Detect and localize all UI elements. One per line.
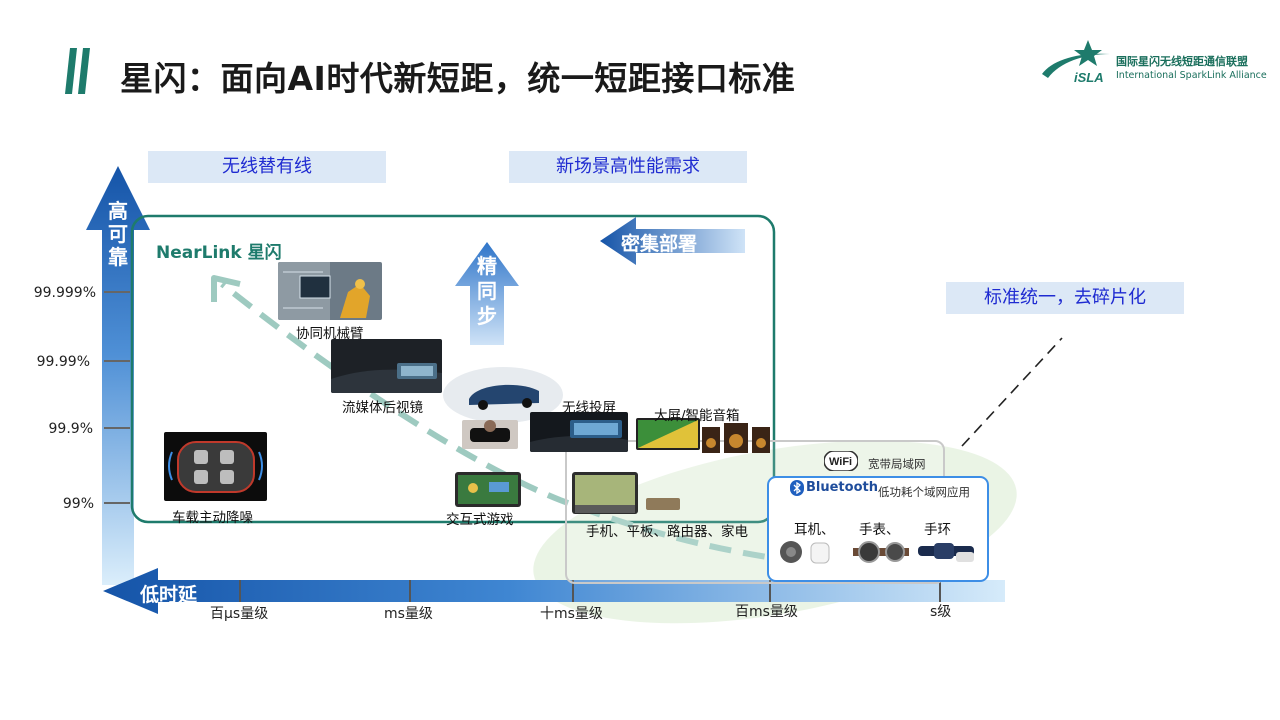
y-tick-label: 99.99% <box>36 354 90 370</box>
x-tick-label: 十ms量级 <box>540 606 603 622</box>
x-axis-arrow <box>103 568 1005 614</box>
tablet-image <box>572 472 680 514</box>
sync-label-text: 精同步 <box>477 254 497 328</box>
vr-headset-image <box>462 420 518 449</box>
bt-device-band: 手环 <box>924 522 951 538</box>
band-image <box>918 543 974 562</box>
category-new-scenarios: 新场景高性能需求 <box>509 151 747 183</box>
x-tick-label: s级 <box>930 604 952 620</box>
game-image <box>455 472 521 507</box>
logo-mark: iSLA <box>1074 70 1104 85</box>
wifi-logo-text: WiFi <box>829 456 852 468</box>
x-tick-label: ms量级 <box>384 606 433 622</box>
game-caption: 交互式游戏 <box>446 512 514 528</box>
x-tick-label: 百ms量级 <box>735 604 798 620</box>
standard-connector-line <box>961 337 1063 447</box>
title-accent-icon <box>65 48 90 94</box>
bluetooth-label: 低功耗个域网应用 <box>878 485 970 499</box>
robot-arm-caption: 协同机械臂 <box>296 326 364 342</box>
rear-mirror-caption: 流媒体后视镜 <box>342 400 423 416</box>
dense-deploy-arrow <box>600 217 745 265</box>
vr-car-image <box>443 367 563 423</box>
sync-arrow <box>455 242 519 345</box>
dense-deploy-label: 密集部署 <box>621 233 698 255</box>
y-tick-label: 99.999% <box>33 285 96 301</box>
x-tick-label: 百μs量级 <box>210 606 269 622</box>
car-anc-image <box>164 432 267 501</box>
speaker-caption: 大屏/智能音箱 <box>654 408 740 424</box>
bt-device-watch: 手表、 <box>859 522 900 538</box>
wifi-logo-icon: WiFi <box>824 451 858 471</box>
earphone-image <box>780 541 830 564</box>
car-anc-caption: 车载主动降噪 <box>172 510 253 526</box>
y-tick-label: 99% <box>62 496 94 512</box>
isla-logo-icon: iSLA <box>1042 40 1110 85</box>
rear-mirror-image <box>331 339 442 393</box>
y-axis-arrow <box>86 166 150 585</box>
watch-image <box>853 541 909 563</box>
speaker-image <box>702 423 770 453</box>
y-axis-title: 高可靠 <box>98 200 138 269</box>
category-standardization: 标准统一，去碎片化 <box>946 282 1184 314</box>
bluetooth-logo-text: Bluetooth <box>806 480 878 495</box>
bluetooth-box <box>767 476 989 582</box>
logo-cn-text: 国际星闪无线短距通信联盟 <box>1116 55 1248 68</box>
y-axis-title-text: 高可靠 <box>108 199 128 269</box>
tv-image <box>636 418 700 450</box>
evolution-dashed-curve <box>220 281 969 574</box>
bluetooth-icon <box>790 480 804 496</box>
wifi-devices-caption: 手机、平板、路由器、家电 <box>586 524 748 540</box>
sync-label: 精同步 <box>467 254 507 329</box>
page-title: 星闪：面向AI时代新短距，统一短距接口标准 <box>120 59 796 98</box>
nearlink-label: NearLink 星闪 <box>156 243 282 263</box>
evolution-arrowhead <box>211 275 241 302</box>
wifi-label: 宽带局域网 <box>868 457 926 471</box>
nearlink-frame <box>130 214 776 524</box>
projection-image <box>530 412 628 452</box>
robot-arm-image <box>278 262 382 320</box>
logo-en-text: International SparkLink Alliance <box>1116 70 1267 81</box>
bt-device-earphone: 耳机、 <box>794 522 835 538</box>
category-wired-replacement: 无线替有线 <box>148 151 386 183</box>
projection-caption: 无线投屏 <box>562 400 616 416</box>
y-tick-label: 99.9% <box>48 421 93 437</box>
x-axis-title: 低时延 <box>140 584 198 606</box>
